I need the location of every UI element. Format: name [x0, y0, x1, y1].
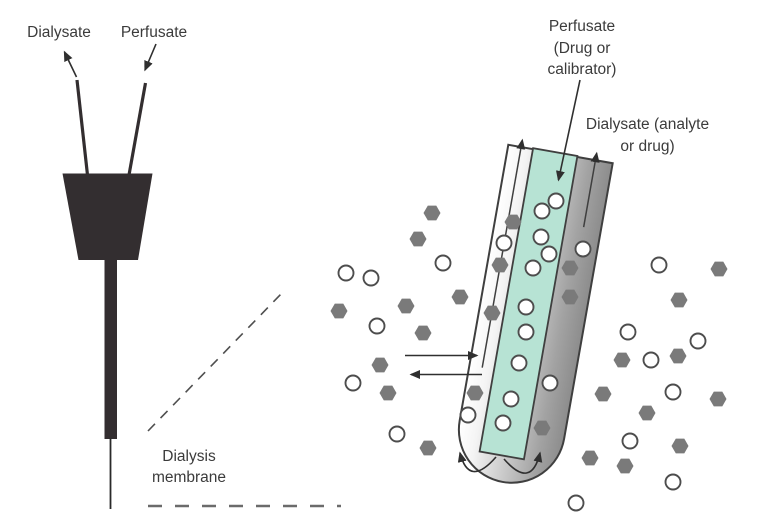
probe-shaft	[104, 259, 117, 439]
perfusate-tip-label: Perfusate (Drug or calibrator)	[547, 18, 617, 78]
hexagon-particle	[504, 214, 522, 230]
circle-particle	[532, 228, 550, 246]
hexagon-particle	[561, 260, 579, 276]
hexagon-particle	[419, 440, 437, 456]
hexagon-particle	[581, 450, 599, 466]
circle-particle	[574, 240, 592, 258]
circle-particle	[434, 254, 452, 272]
circle-particle	[388, 425, 406, 443]
dialysate-label-probe: Dialysate	[27, 24, 91, 41]
perfusate-feed-arrow-icon	[555, 79, 581, 182]
hexagon-particle	[670, 292, 688, 308]
perfusate-label-probe: Perfusate	[120, 24, 188, 41]
circle-particle	[517, 298, 535, 316]
perfusate-inlet-tube	[127, 82, 148, 176]
dialysate-up-flow-right-arrow-icon	[582, 151, 600, 228]
hexagon-particle	[483, 305, 501, 321]
probe-schematic	[62, 43, 157, 509]
circle-particle	[547, 192, 565, 210]
hexagon-particle	[451, 289, 469, 305]
circle-particle	[619, 323, 637, 341]
hexagon-particle	[423, 205, 441, 221]
circle-particle	[344, 374, 362, 392]
hexagon-particle	[638, 405, 656, 421]
circle-particle	[362, 269, 380, 287]
hexagon-particle	[379, 385, 397, 401]
dialysis-membrane-label: Dialysis membrane	[151, 448, 227, 486]
circle-particle	[517, 323, 535, 341]
hexagon-particle	[409, 231, 427, 247]
circle-particle	[495, 234, 513, 252]
circle-particle	[540, 245, 558, 263]
hexagon-particle	[397, 298, 415, 314]
circle-particle	[337, 264, 355, 282]
tip-turnaround-arc-right-icon	[503, 451, 543, 474]
circle-particle	[650, 256, 668, 274]
hexagon-particle	[330, 303, 348, 319]
perfusate-in-arrow-icon	[144, 43, 157, 72]
circle-particle	[524, 259, 542, 277]
circle-particle	[502, 390, 520, 408]
circle-particle	[368, 317, 386, 335]
hexagon-particle	[669, 348, 687, 364]
circle-particle	[494, 414, 512, 432]
dialysate-up-flow-left-arrow-icon	[481, 138, 526, 368]
hexagon-particle	[561, 289, 579, 305]
tip-turnaround-arc-left-icon	[457, 451, 497, 473]
dialysate-outlet-tube	[75, 79, 90, 176]
hexagon-particle	[616, 458, 634, 474]
probe-hub	[62, 173, 153, 260]
hexagon-particle	[466, 385, 484, 401]
circle-particle	[459, 406, 477, 424]
circle-particle	[533, 202, 551, 220]
circle-particle	[689, 332, 707, 350]
hexagon-particle	[414, 325, 432, 341]
dialysate-tip-label: Dialysate (analyte or drug)	[585, 116, 710, 155]
hexagon-particle	[671, 438, 689, 454]
hexagon-particle	[710, 261, 728, 277]
particles-layer	[330, 192, 728, 512]
circle-particle	[510, 354, 528, 372]
magnifier-guide-diagonal	[147, 292, 283, 432]
hexagon-particle	[709, 391, 727, 407]
circle-particle	[664, 473, 682, 491]
hexagon-particle	[613, 352, 631, 368]
circle-particle	[541, 374, 559, 392]
hexagon-particle	[594, 386, 612, 402]
circle-particle	[567, 494, 585, 512]
hexagon-particle	[491, 257, 509, 273]
dialysate-out-arrow-icon	[63, 50, 78, 78]
circle-particle	[664, 383, 682, 401]
hexagon-particle	[533, 420, 551, 436]
circle-particle	[642, 351, 660, 369]
hexagon-particle	[371, 357, 389, 373]
membrane-tip-view	[457, 138, 614, 484]
circle-particle	[621, 432, 639, 450]
